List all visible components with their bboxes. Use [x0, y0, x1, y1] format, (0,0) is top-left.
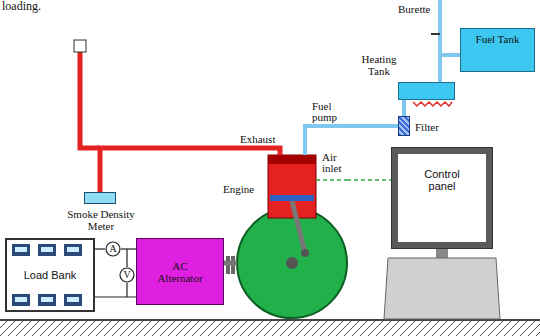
node-label: Fuel Tank	[461, 33, 534, 45]
meter-icons	[12, 244, 82, 306]
ammeter: A	[105, 241, 121, 257]
smoke-density-meter: Smoke Density Meter	[84, 192, 116, 204]
meter-face	[15, 297, 27, 302]
stack-outlet	[74, 40, 86, 52]
meter-face	[67, 297, 79, 302]
node-label: Load Bank	[24, 269, 77, 281]
node-label: Heating Tank	[358, 53, 400, 77]
part-label: Air inlet	[322, 152, 350, 174]
crankcase	[237, 208, 347, 318]
meter-icon	[38, 294, 56, 306]
heater-coil	[413, 102, 452, 106]
node-label: Smoke Density Meter	[65, 208, 137, 232]
wire	[121, 248, 136, 249]
meter-icon	[12, 294, 30, 306]
meter-icon	[38, 244, 56, 256]
part-label: Burette	[398, 4, 430, 15]
meter-face	[41, 247, 53, 252]
voltmeter: V	[119, 267, 135, 283]
drive-shaft	[224, 261, 237, 266]
node-label: Filter	[415, 121, 439, 133]
part-label: Fuel pump	[312, 101, 348, 123]
node-label: Control panel	[414, 168, 470, 192]
load-bank: Load Bank	[5, 238, 95, 312]
meter-icon	[12, 244, 30, 256]
voltmeter-lead	[126, 249, 127, 267]
node-label: V	[123, 270, 130, 280]
wire	[95, 296, 136, 297]
filter: Filter	[398, 116, 410, 136]
meter-face	[67, 247, 79, 252]
burette-tube	[438, 0, 442, 55]
exhaust-stack	[80, 52, 100, 148]
crank-hub	[286, 257, 298, 269]
meter-icon	[64, 294, 82, 306]
voltmeter-lead	[126, 283, 127, 297]
burette-valve	[431, 33, 440, 35]
engine: Engine	[237, 155, 347, 320]
meter-face	[15, 247, 27, 252]
node-label: AC Alternator	[150, 260, 210, 284]
desk	[384, 258, 500, 319]
piston	[270, 195, 314, 201]
meter-face	[41, 297, 53, 302]
meter-outline	[106, 242, 120, 256]
fuel-tank: Fuel Tank	[460, 28, 535, 72]
node-label: Engine	[223, 183, 254, 195]
ground-hatch	[0, 321, 540, 336]
wire	[95, 248, 105, 249]
connecting-rod	[292, 201, 305, 253]
signal-line	[347, 179, 392, 181]
cylinder-head	[268, 155, 316, 164]
monitor-neck	[436, 248, 448, 258]
crank-pin	[301, 249, 309, 257]
fuel-pipe	[402, 100, 406, 116]
ac-alternator: AC Alternator	[136, 238, 224, 305]
heating-tank: Heating Tank	[398, 82, 455, 100]
control-panel: Control panel	[392, 148, 492, 248]
node-label: A	[109, 244, 116, 254]
meter-icon	[64, 244, 82, 256]
part-label: Exhaust	[240, 134, 275, 145]
fuel-pipe	[440, 55, 460, 82]
meter-outline	[120, 268, 134, 282]
part-label: loading.	[2, 0, 41, 13]
air-inlet-pipe	[316, 179, 347, 181]
fuel-pipe	[305, 126, 398, 155]
